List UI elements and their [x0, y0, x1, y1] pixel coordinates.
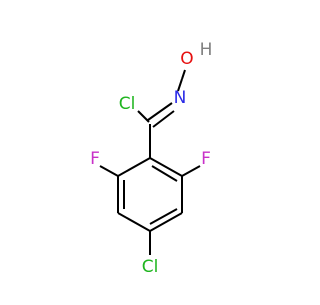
atom-chlorine-bottom: Cl [142, 257, 159, 277]
ring-bond-6 [117, 157, 151, 177]
atom-nitrogen: N [174, 88, 187, 108]
bond-n-o-red [181, 69, 186, 80]
ring-bond-3-inner [149, 208, 178, 225]
atom-fluorine-right: F [201, 149, 211, 169]
ring-bond-3 [149, 212, 183, 232]
atom-fluorine-left: F [90, 149, 100, 169]
bond-c-n-double-1 [147, 102, 173, 121]
atom-hydrogen: H [200, 40, 213, 60]
structure-diagram: Cl N O H F F Cl [90, 40, 213, 277]
bond-c-f-right [181, 165, 201, 177]
bonds [99, 69, 201, 255]
bond-c-f-left [99, 165, 119, 177]
bond-c-cl-top [137, 110, 150, 123]
bond-c-n-double-2 [152, 110, 175, 128]
atom-labels: Cl N O H F F Cl [90, 40, 212, 277]
atom-chlorine-top: Cl [119, 94, 136, 114]
ring-bond-1-inner [151, 165, 178, 182]
bond-n-o-blue [177, 78, 183, 92]
atom-oxygen: O [180, 49, 193, 69]
molecule-svg: Cl N O H F F Cl [90, 40, 212, 277]
ring-bond-1 [149, 157, 183, 177]
ring-bond-4 [117, 212, 151, 232]
